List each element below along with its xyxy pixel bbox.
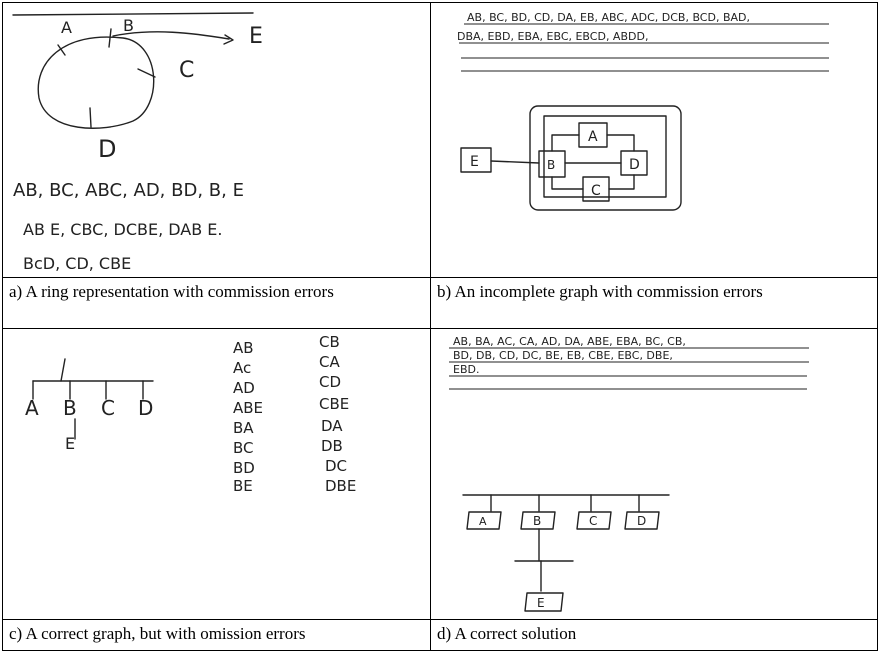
node-label-d: D xyxy=(629,157,640,173)
path-line-1: AB, BC, ABC, AD, BD, B, E xyxy=(13,180,244,201)
list-col2-item: CD xyxy=(319,373,341,391)
caption-a: a) A ring representation with commission… xyxy=(9,282,334,301)
caption-c-cell: c) A correct graph, but with omission er… xyxy=(2,619,431,651)
path-line-2: DBA, EBD, EBA, EBC, EBCD, ABDD, xyxy=(457,30,648,43)
panel-c-drawing: A B C D E AB Ac AD ABE BA BC BD BE CB CA… xyxy=(25,333,356,495)
node-label-e: E xyxy=(537,596,545,610)
list-col2-item: CB xyxy=(319,333,340,351)
path-line-2: BD, DB, CD, DC, BE, EB, CBE, EBC, DBE, xyxy=(453,349,673,362)
node-label-d: D xyxy=(138,396,153,420)
caption-d: d) A correct solution xyxy=(437,624,577,643)
node-label-e: E xyxy=(249,24,263,49)
path-line-3: BcD, CD, CBE xyxy=(23,254,131,273)
caption-a-cell: a) A ring representation with commission… xyxy=(2,277,431,329)
node-label-b: B xyxy=(533,514,541,528)
list-col2-item: DBE xyxy=(325,477,356,495)
path-line-3: EBD. xyxy=(453,363,479,376)
node-label-e: E xyxy=(470,154,479,170)
list-col1-item: AB xyxy=(233,339,254,357)
list-col1-item: BA xyxy=(233,419,254,437)
list-col1-item: ABE xyxy=(233,399,263,417)
node-label-c: C xyxy=(179,58,194,83)
panel-a-drawing: A B C D E AB, BC, ABC, AD, BD, B, E AB E… xyxy=(12,12,263,273)
path-line-2: AB E, CBC, DCBE, DAB E. xyxy=(23,220,223,239)
panel-d-drawing: AB, BA, AC, CA, AD, DA, ABE, EBA, BC, CB… xyxy=(449,335,809,612)
list-col2-item: DB xyxy=(321,437,343,455)
node-label-a: A xyxy=(61,18,72,37)
node-label-b: B xyxy=(547,158,555,172)
node-label-c: C xyxy=(591,183,601,199)
panel-d-image: AB, BA, AC, CA, AD, DA, ABE, EBA, BC, CB… xyxy=(430,328,878,620)
panel-b-drawing: AB, BC, BD, CD, DA, EB, ABC, ADC, DCB, B… xyxy=(457,11,829,211)
list-col1-item: BD xyxy=(233,459,255,477)
node-label-a: A xyxy=(25,396,39,420)
path-line-1: AB, BA, AC, CA, AD, DA, ABE, EBA, BC, CB… xyxy=(453,335,686,348)
caption-b-cell: b) An incomplete graph with commission e… xyxy=(430,277,878,329)
list-col2-item: CA xyxy=(319,353,340,371)
caption-d-cell: d) A correct solution xyxy=(430,619,878,651)
list-col2-item: CBE xyxy=(319,395,349,413)
path-line-1: AB, BC, BD, CD, DA, EB, ABC, ADC, DCB, B… xyxy=(467,11,750,24)
node-label-a: A xyxy=(479,515,487,528)
node-label-a: A xyxy=(588,129,598,145)
node-label-e: E xyxy=(65,434,75,453)
caption-b: b) An incomplete graph with commission e… xyxy=(437,282,763,301)
node-label-c: C xyxy=(589,514,597,528)
list-col1-item: Ac xyxy=(233,359,251,377)
node-label-c: C xyxy=(101,396,115,420)
panel-b-image: AB, BC, BD, CD, DA, EB, ABC, ADC, DCB, B… xyxy=(430,2,878,278)
list-col1-item: BE xyxy=(233,477,253,495)
list-col2-item: DA xyxy=(321,417,343,435)
node-label-b: B xyxy=(123,16,134,35)
caption-c: c) A correct graph, but with omission er… xyxy=(9,624,306,643)
node-label-b: B xyxy=(63,396,77,420)
panel-c-image: A B C D E AB Ac AD ABE BA BC BD BE CB CA… xyxy=(2,328,431,620)
node-label-d: D xyxy=(98,135,116,163)
list-col2-item: DC xyxy=(325,457,347,475)
list-col1-item: AD xyxy=(233,379,255,397)
panel-a-image: A B C D E AB, BC, ABC, AD, BD, B, E AB E… xyxy=(2,2,431,278)
list-col1-item: BC xyxy=(233,439,254,457)
node-label-d: D xyxy=(637,514,646,528)
